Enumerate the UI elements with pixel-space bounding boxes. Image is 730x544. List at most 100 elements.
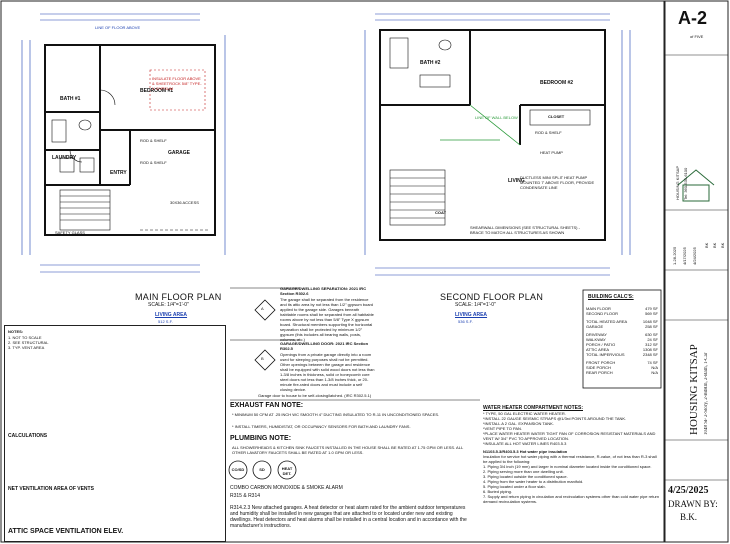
calculations-heading: CALCULATIONS xyxy=(8,433,48,439)
detector-caption: COMBO CARBON MONOXIDE & SMOKE ALARM xyxy=(230,485,343,491)
second-bath-label: BATH #2 xyxy=(420,60,441,66)
company-name: HOUSING KITSAP xyxy=(675,165,680,200)
revision-date-2: 4/17/2025 xyxy=(682,247,687,265)
detector-heat: HEAT DET. xyxy=(281,466,293,476)
second-heat-pump: HEAT PUMP xyxy=(540,150,563,155)
sheet-number: A-2 xyxy=(678,8,708,28)
sheet-date: 4/25/2025 xyxy=(668,485,709,496)
water-heater-notes: WATER HEATER COMPARTMENT NOTES: * TYPE, … xyxy=(483,405,661,504)
main-side-note-2: ROD & SHELF xyxy=(140,160,167,165)
detector-caption-2: R315 & R314 xyxy=(230,493,261,499)
second-rod-shelf: ROD & SHELF xyxy=(535,130,562,135)
pipe-item: 4. Piping from the water heater to a dis… xyxy=(483,479,584,484)
detector-sd: SD xyxy=(259,467,265,472)
building-calcs-heading: BUILDING CALC'S: xyxy=(588,294,634,300)
pipe-insulation-heading: N1103.5.3/R403.5.3 Hot water pipe insula… xyxy=(483,449,568,454)
pipe-item: 1. Piping 3/4 inch (19 mm) and larger in… xyxy=(483,464,652,469)
detector-co-sd: CO/SD xyxy=(231,467,245,472)
main-bedroom-label: BEDROOM #1 xyxy=(140,88,174,94)
plumbing-text: ALL SHOWERHEADS & KITCHEN SINK FAUCETS I… xyxy=(232,445,464,455)
attic-heading: ATTIC SPACE VENTILATION ELEV. xyxy=(8,528,124,535)
main-laundry-label: LAUNDRY xyxy=(52,155,77,161)
drawn-by-label: DRAWN BY: xyxy=(668,499,718,509)
wh-line: *INSTALL 22 GAUGE SEISMIC STRAPS @1/3rd … xyxy=(483,416,627,421)
exhaust-line-1: * MINIMUM 50 CFM AT .25 INCH WC SMOOTH 4… xyxy=(232,412,440,417)
second-line-of-floor: LINE OF WALL BELOW xyxy=(475,115,518,120)
water-heater-heading: WATER HEATER COMPARTMENT NOTES: xyxy=(483,405,583,411)
main-living-area-value: 512 S.F. xyxy=(158,319,173,324)
main-floor-title: MAIN FLOOR PLAN xyxy=(135,292,222,302)
wh-line: *VENT PIPE TO PAN. xyxy=(483,426,523,431)
main-living-area-label: LIVING AREA xyxy=(155,312,188,318)
revision-date-1: 1-28-2025 xyxy=(672,246,677,265)
project-title: HOUSING KITSAP xyxy=(688,344,700,435)
main-safety-glass: SAFETY GLASS xyxy=(55,230,85,235)
pipe-item: 5. Piping located under a floor slab. xyxy=(483,484,546,489)
main-garage-note: INSULATE FLOOR ABOVE & SHEETROCK 5/8" TY… xyxy=(152,76,202,91)
revision-initials-1: BK xyxy=(704,242,709,248)
second-closet-label: CLOSET xyxy=(548,114,565,119)
calc-note-1: 1. NOT TO SCALE xyxy=(8,335,42,340)
second-bedroom-label: BEDROOM #2 xyxy=(540,80,574,86)
marker-a: A xyxy=(261,306,264,311)
pipe-item: 3. Piping located outside the conditione… xyxy=(483,474,568,479)
second-living-area-value: 536 S.F. xyxy=(458,319,473,324)
wh-line: *PLACE WATER HEATER WATER TIGHT PAN OF C… xyxy=(483,431,656,441)
main-side-note-1: ROD & SHELF xyxy=(140,138,167,143)
pipe-item: 7. Supply and return piping in circulati… xyxy=(483,494,660,504)
main-floor-scale: SCALE: 1/4"=1'-0" xyxy=(148,302,189,308)
main-garage-label: GARAGE xyxy=(168,150,190,156)
second-floor-scale: SCALE: 1/4"=1'-0" xyxy=(455,302,496,308)
pipe-item: 2. Piping serving more than one dwelling… xyxy=(483,469,564,474)
detector-paragraph: R314.2.3 New attached garages. A heat de… xyxy=(230,505,467,529)
exhaust-line-2: * INSTALL TIMERS, HUMIDISTAT, OR OCCUPAN… xyxy=(232,424,411,429)
project-subtitle: 1048 SF 2-Story, 2-BdRm, 2-Bath, 1-Car xyxy=(704,352,709,435)
revision-date-3: 4/24/2025 xyxy=(692,247,697,265)
plumbing-heading: PLUMBING NOTE: xyxy=(230,435,292,442)
calc-notes-heading: NOTES: xyxy=(8,329,24,334)
drawn-by: B.K. xyxy=(680,512,698,522)
garage-sep-text: The garage shall be separated from the r… xyxy=(280,297,374,342)
company-phone: Tel: 360-535-6100 xyxy=(683,167,688,200)
exhaust-heading: EXHAUST FAN NOTE: xyxy=(230,402,304,409)
garage-door-text: Openings from a private garage directly … xyxy=(280,352,375,392)
wh-line: *INSTALL A 2 GAL. EXPANSION TANK. xyxy=(483,421,554,426)
calc-note-2: 2. SEE STRUCTURAL xyxy=(8,340,49,345)
revision-initials-3: BK xyxy=(720,242,725,248)
second-bottom-note: SHEARWALL DIMENSIONS (SEE STRUCTURAL SHE… xyxy=(470,225,580,235)
garage-sep-heading: GARAGE/DWELLING SEPARATION: 2021 IRC Sec… xyxy=(280,286,367,296)
garage-door-heading: GARAGE/DWELLING DOOR: 2021 IRC Section R… xyxy=(280,341,369,351)
revision-initials-2: BK xyxy=(712,242,717,248)
second-living-area-label: LIVING AREA xyxy=(455,312,488,318)
second-living-label: LIVING xyxy=(508,178,525,184)
net-vent-heading: NET VENTILATION AREA OF VENTS xyxy=(8,486,94,492)
main-side-note-3: 30X36 ACCESS xyxy=(170,200,199,205)
second-floor-title: SECOND FLOOR PLAN xyxy=(440,292,544,302)
main-floor-top-note: LINE OF FLOOR ABOVE xyxy=(95,25,141,30)
calc-note-3: 3. TYP. VENT AREA xyxy=(8,345,45,350)
pipe-insulation-text: Insulation for service hot water piping … xyxy=(483,454,657,464)
pipe-item: 6. Buried piping. xyxy=(483,489,512,494)
wh-line: *INSULATE ALL HOT WATER LINES R403.5.3 xyxy=(483,441,567,446)
wh-line: * TYPE, 50 GAL ELECTRIC WATER HEATER. xyxy=(483,411,566,416)
main-entry-label: ENTRY xyxy=(110,170,127,176)
main-bath-label: BATH #1 xyxy=(60,96,81,102)
calculations-panel: NOTES: 1. NOT TO SCALE 2. SEE STRUCTURAL… xyxy=(4,325,226,542)
second-coat-label: COAT xyxy=(435,210,447,215)
second-heat-pump-note: DUCTLESS MINI SPLIT HEAT PUMP MOUNTED 7'… xyxy=(520,175,595,190)
sheet-of: of FIVE xyxy=(690,34,704,39)
